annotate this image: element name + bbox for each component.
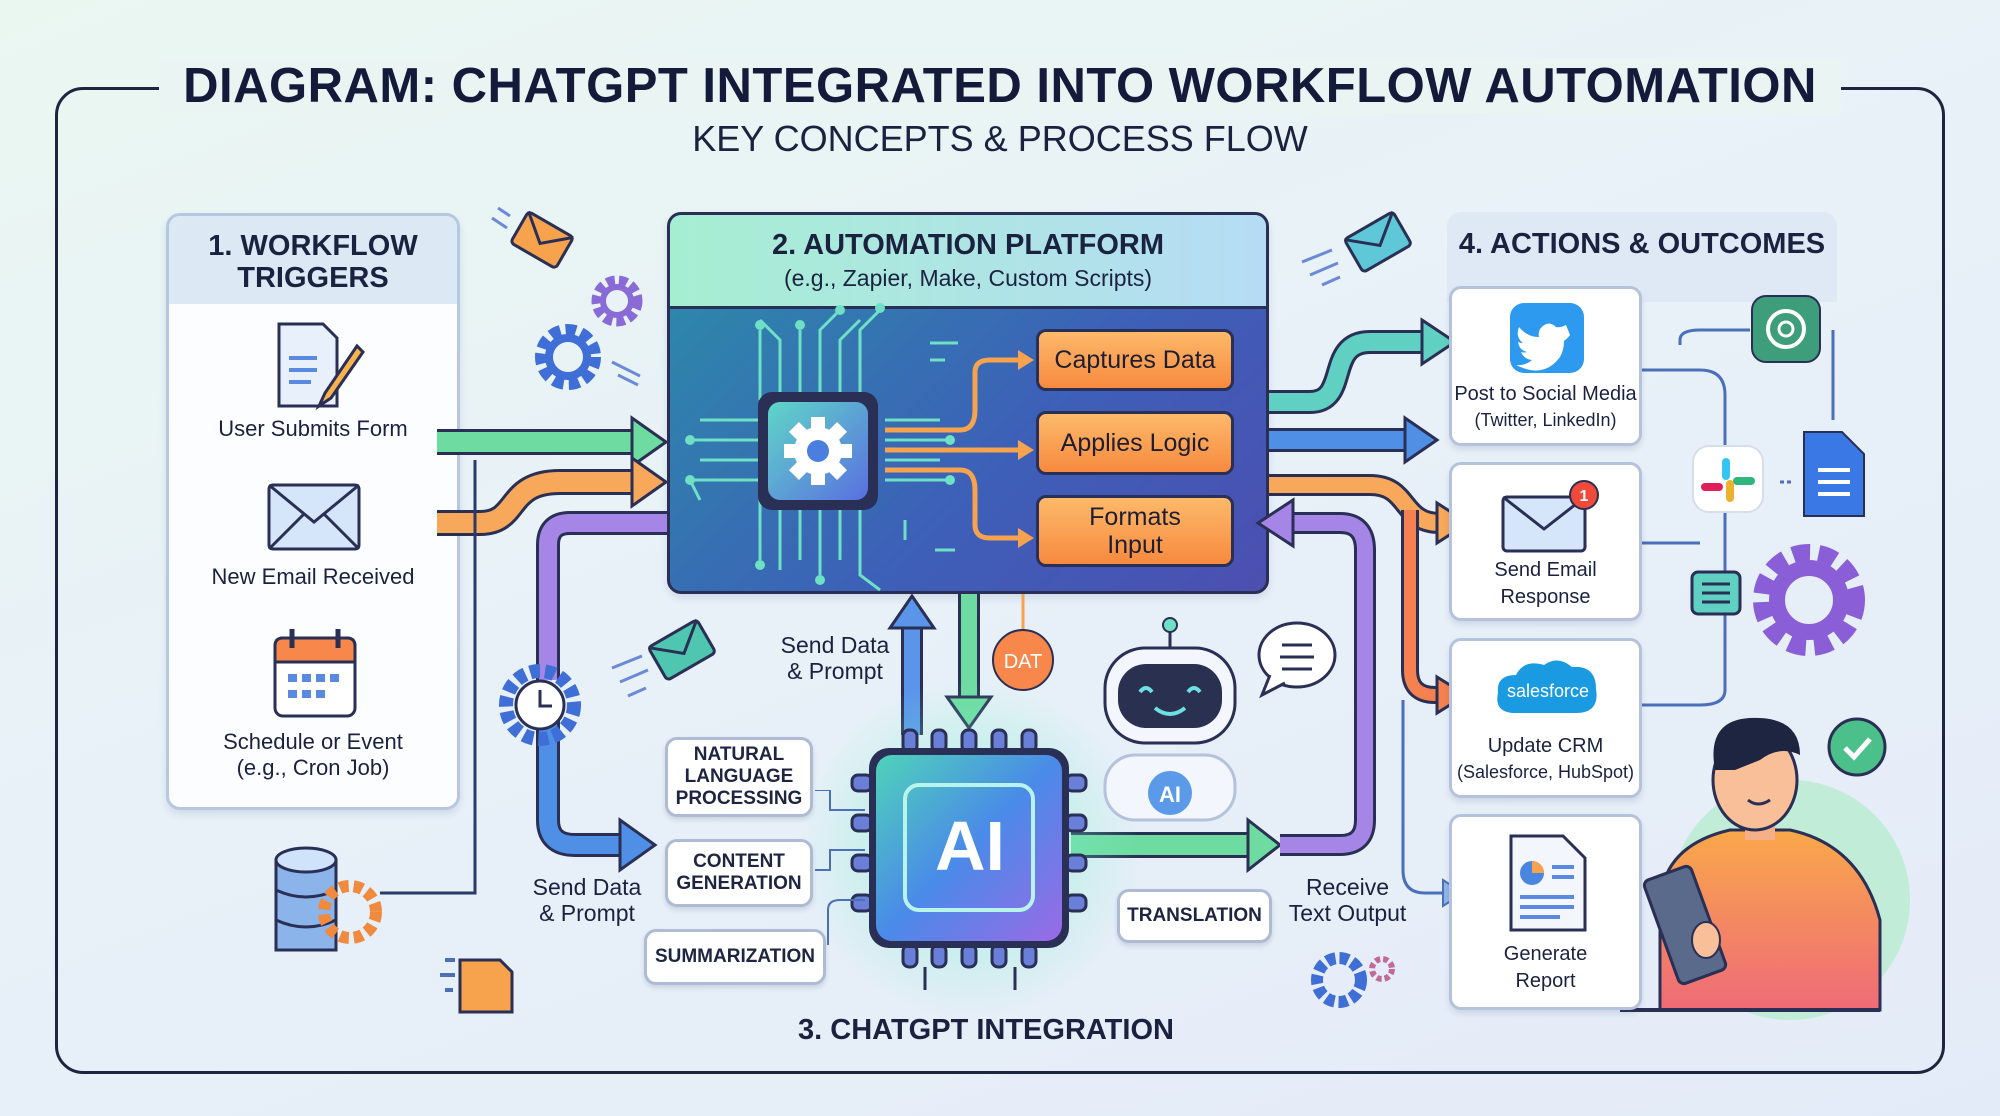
gear-icon [784,417,852,485]
arrow-to-social [1269,317,1458,414]
code-file-icon [440,958,514,1014]
salesforce-logo-text: salesforce [1507,681,1589,701]
arrow-to-email-action [1269,415,1440,465]
motion-lines [611,360,641,387]
diagram-subtitle: KEY CONCEPTS & PROCESS FLOW [692,118,1308,159]
content-line-1: CONTENT [693,851,785,872]
email-label-1: Send Email [1494,559,1597,581]
send-top-1: Send Data [780,632,890,658]
database-icon [274,846,382,952]
diagram-title: DIAGRAM: CHATGPT INTEGRATED INTO WORKFLO… [150,56,1850,116]
triggers-header: 1. WORKFLOW TRIGGERS [169,216,457,304]
robot-ai-badge: AI [1159,782,1181,807]
trigger-schedule-or-event: Schedule or Event(e.g., Cron Job) [166,729,460,781]
trigger-new-email-received: New Email Received [211,564,415,589]
envelope-icon [510,210,574,269]
send-top-2: & Prompt [787,658,883,684]
action-post-social: Post to Social Media (Twitter, LinkedIn) [1449,286,1642,446]
openai-logo-icon [1751,295,1821,363]
capability-summarization: SUMMARIZATION [644,929,826,985]
envelope-icon [1344,211,1412,273]
actions-heading: 4. ACTIONS & OUTCOMES [1458,228,1826,260]
receive-1: Receive [1305,874,1390,900]
crm-label: Update CRM [1487,735,1604,757]
ai-chip-label: AI [935,807,1005,885]
step-captures-data: Captures Data [1036,329,1234,391]
data-bubble-icon: DAT [992,594,1054,691]
gear-icon [535,324,601,390]
connector-database-line [380,460,477,895]
capability-connectors [815,790,865,945]
report-label-1: Generate [1503,943,1588,965]
envelope-icon [267,483,361,551]
action-update-crm: salesforce Update CRM (Salesforce, HubSp… [1449,638,1642,798]
motion-lines [611,654,649,698]
title-text: DIAGRAM: CHATGPT INTEGRATED INTO WORKFLO… [159,59,1841,113]
social-label: Post to Social Media [1454,383,1637,405]
formats-line-1: Formats [1089,503,1181,531]
arrow-platform-to-chatgpt-left [536,511,667,873]
schedule-example: (e.g., Cron Job) [236,755,390,780]
google-docs-icon [1780,431,1865,517]
social-sub: (Twitter, LinkedIn) [1474,410,1617,430]
email-badge-count: 1 [1580,488,1589,505]
label-send-data-left: Send Data& Prompt [512,874,662,926]
crm-sub: (Salesforce, HubSpot) [1456,762,1635,782]
person-with-tablet-illustration [1620,717,1910,1020]
nlp-line-1: NATURAL [693,744,785,765]
step-applies-logic: Applies Logic [1036,411,1234,475]
connector-lines-right [1642,328,1835,707]
schedule-label: Schedule or Event [223,729,403,754]
capability-translation: TRANSLATION [1117,889,1272,943]
platform-subheading: (e.g., Zapier, Make, Custom Scripts) [783,265,1153,291]
action-send-email: 1 Send Email Response [1449,462,1642,621]
send-left-2: & Prompt [539,900,635,926]
report-icon [1509,834,1587,932]
ai-chip-icon: AI [800,678,1140,1018]
gear-icon [1311,952,1395,1008]
robot-assistant-icon: AI [1103,617,1237,822]
arrow-receive-output [1071,497,1376,874]
platform-header: 2. AUTOMATION PLATFORM (e.g., Zapier, Ma… [670,215,1266,309]
chat-bubble-icon [1257,621,1337,699]
nlp-line-2: LANGUAGE [684,766,794,787]
nlp-line-3: PROCESSING [675,788,803,809]
triggers-heading-2: TRIGGERS [237,262,389,294]
data-bubble-label: DAT [1004,651,1043,673]
checkmark-bubble-icon [1827,717,1887,777]
trigger-user-submits-form: User Submits Form [218,416,408,441]
label-send-data-top: Send Data& Prompt [760,632,910,684]
envelope-icon [648,619,716,681]
email-notification-icon: 1 [1501,480,1599,553]
form-pencil-icon [277,322,365,411]
email-label-2: Response [1500,586,1591,608]
motion-lines [491,206,511,230]
salesforce-icon: salesforce [1497,660,1597,713]
arrow-email-to-platform [437,455,669,536]
report-label-2: Report [1515,970,1576,992]
action-generate-report: Generate Report [1449,814,1642,1010]
gear-icon [591,275,643,327]
twitter-icon [1510,303,1584,373]
automation-chip-icon [685,303,1034,592]
slack-logo-icon [1692,445,1764,513]
send-left-1: Send Data [532,874,642,900]
gear-icon [1753,544,1865,656]
calendar-icon [273,629,357,718]
message-icon [1690,570,1742,616]
clock-gear-icon [499,664,581,746]
chatgpt-heading: 3. CHATGPT INTEGRATION [798,1014,1174,1046]
motion-lines [1301,248,1341,287]
platform-heading: 2. AUTOMATION PLATFORM [771,229,1164,261]
receive-2: Text Output [1288,900,1407,926]
arrow-form-to-platform [437,415,669,469]
triggers-heading-1: 1. WORKFLOW [208,230,418,262]
formats-line-2: Input [1107,531,1163,559]
content-line-2: GENERATION [676,873,802,894]
